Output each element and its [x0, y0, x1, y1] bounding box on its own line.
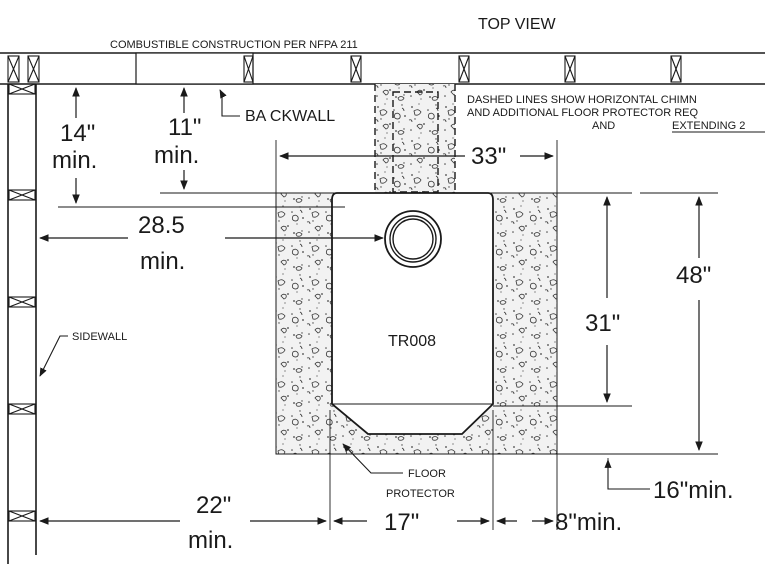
dim-17: 17" — [384, 509, 419, 536]
sidewall-label: SIDEWALL — [72, 331, 127, 343]
note-line-3b: EXTENDING 2 — [672, 120, 745, 132]
dim-11-value: 11" — [168, 114, 201, 141]
chimney-extension — [374, 84, 456, 195]
extension-lines — [58, 140, 718, 530]
note-line-2: AND ADDITIONAL FLOOR PROTECTOR REQ — [467, 107, 698, 119]
backwall-construction-label: COMBUSTIBLE CONSTRUCTION PER NFPA 211 — [110, 39, 358, 51]
dim-28-value: 28.5 — [138, 212, 185, 239]
stove-model-label: TR008 — [388, 333, 436, 350]
note-line-3a: AND — [592, 120, 615, 132]
dim-14-value: 14" — [60, 120, 95, 147]
floor-protector-label-2: PROTECTOR — [386, 488, 455, 500]
dim-22-unit: min. — [188, 527, 233, 554]
dim-22-value: 22" — [196, 492, 231, 519]
backwall-window — [135, 52, 254, 85]
dim-8: 8"min. — [555, 509, 622, 536]
dim-31: 31" — [585, 310, 620, 337]
dim-16: 16"min. — [653, 477, 734, 504]
backwall-studs — [7, 55, 682, 83]
dim-14-unit: min. — [52, 147, 97, 174]
dim-28-unit: min. — [140, 248, 185, 275]
dim-33: 33" — [471, 143, 506, 170]
sidewall — [7, 83, 37, 564]
view-title: TOP VIEW — [478, 16, 557, 33]
dimension-arrows — [39, 87, 703, 525]
flue-collar — [384, 210, 442, 268]
sidewall-studs — [8, 83, 36, 522]
backwall — [0, 52, 765, 85]
dim-48: 48" — [676, 262, 711, 289]
dim-11-unit: min. — [154, 142, 199, 169]
floor-protector-label-1: FLOOR — [408, 468, 446, 480]
leader-lines — [39, 89, 650, 490]
note-line-1: DASHED LINES SHOW HORIZONTAL CHIMN — [467, 94, 697, 106]
backwall-label: BA CKWALL — [245, 108, 335, 125]
stove-body — [331, 192, 494, 435]
